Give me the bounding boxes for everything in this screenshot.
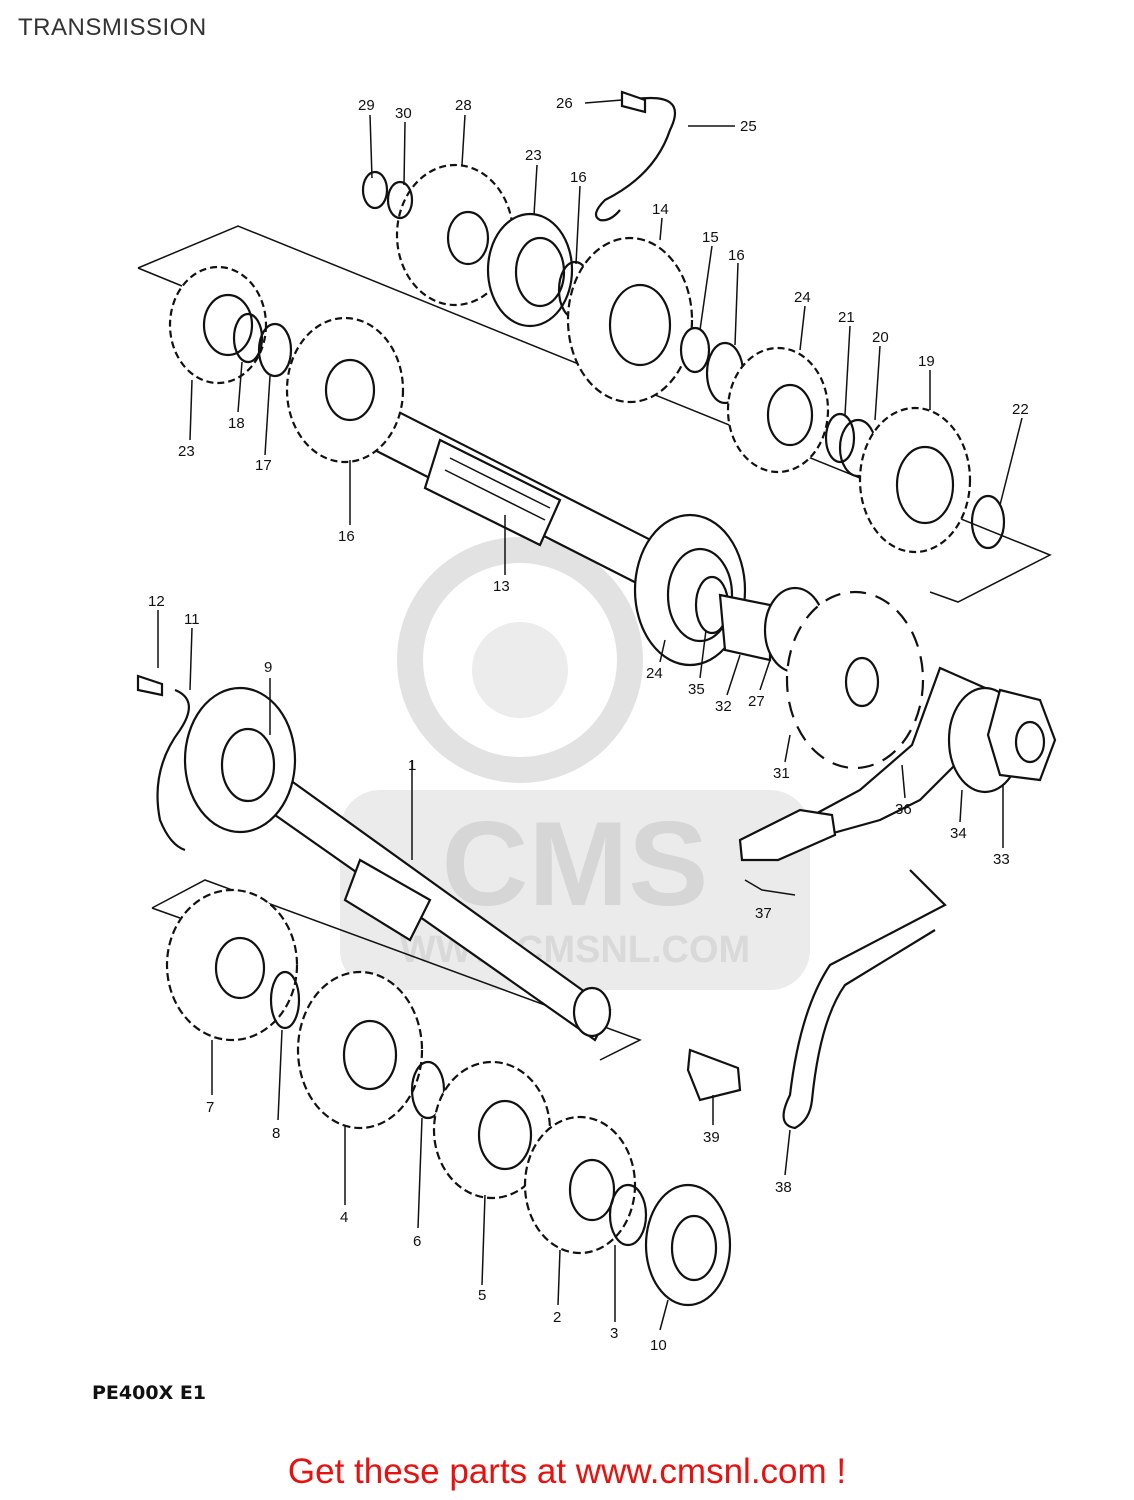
- gear-17: [285, 316, 405, 464]
- part-label: 33: [993, 851, 1010, 868]
- part-label: 12: [148, 593, 165, 610]
- part-label: 27: [748, 693, 765, 710]
- bearing-25: [486, 212, 574, 328]
- part-label: 21: [838, 309, 855, 326]
- part-label: 15: [702, 229, 719, 246]
- part-label: 22: [1012, 401, 1029, 418]
- watermark-mascot-face: [472, 622, 568, 718]
- part-label: 20: [872, 329, 889, 346]
- washer-32: [386, 180, 414, 220]
- gear-2: [523, 1115, 637, 1255]
- part-label: 6: [413, 1233, 421, 1250]
- part-label: 24: [646, 665, 663, 682]
- part-label: 16: [728, 247, 745, 264]
- sprocket-33: [785, 590, 925, 770]
- arm-40: [782, 869, 947, 1130]
- part-label: 25: [740, 118, 757, 135]
- part-label: 19: [918, 353, 935, 370]
- part-label: 23: [178, 443, 195, 460]
- upper-group-outline: [137, 225, 1052, 603]
- part-label: 7: [206, 1099, 214, 1116]
- lower-group-outline: [151, 879, 642, 1061]
- part-label: 2: [553, 1309, 561, 1326]
- part-label: 4: [340, 1209, 348, 1226]
- part-label: 3: [610, 1325, 618, 1342]
- gear-4: [296, 970, 424, 1130]
- part-label: 9: [264, 659, 272, 676]
- part-label: 16: [570, 169, 587, 186]
- gear-7: [165, 888, 299, 1042]
- part-label: 38: [775, 1179, 792, 1196]
- screw-28: [620, 90, 647, 114]
- driveshaft: [273, 778, 612, 1042]
- part-label: 8: [272, 1125, 280, 1142]
- part-label: 30: [395, 105, 412, 122]
- stopper-11: [156, 688, 190, 852]
- washer-19: [232, 312, 264, 364]
- part-label: 17: [255, 457, 272, 474]
- bearing-9: [183, 686, 297, 834]
- gear-20: [858, 406, 972, 554]
- watermark-logo: CMS: [442, 797, 709, 931]
- gear-23: [168, 265, 268, 385]
- part-label: 26: [556, 95, 573, 112]
- nut-35-hole: [1014, 720, 1046, 764]
- part-label: 24: [794, 289, 811, 306]
- part-label: 13: [493, 578, 510, 595]
- circlip-31: [361, 170, 389, 210]
- stopper-27: [594, 96, 676, 222]
- part-label: 39: [703, 1129, 720, 1146]
- watermark-mascot: [397, 537, 643, 783]
- nut-35: [986, 688, 1057, 782]
- part-label: 23: [525, 147, 542, 164]
- footer-link[interactable]: Get these parts at www.cmsnl.com !: [287, 1452, 847, 1491]
- part-label: 18: [228, 415, 245, 432]
- bearing-26: [633, 513, 747, 667]
- part-label: 29: [358, 97, 375, 114]
- gear-24: [726, 346, 830, 474]
- leader-lines: [157, 99, 1023, 1331]
- circlip-3: [608, 1183, 648, 1247]
- circlip-18: [257, 322, 293, 378]
- chain-joint-39: [738, 808, 837, 862]
- part-label: 32: [715, 698, 732, 715]
- part-label: 1: [408, 757, 416, 774]
- part-label: 31: [773, 765, 790, 782]
- gear-14: [566, 236, 694, 404]
- screw-12: [136, 674, 164, 697]
- part-label: 5: [478, 1287, 486, 1304]
- circlip-6: [410, 1060, 446, 1120]
- circlip-22b: [970, 494, 1006, 550]
- part-label: 36: [895, 801, 912, 818]
- part-label: 28: [455, 97, 472, 114]
- spacer-34: [718, 593, 772, 662]
- part-label: 10: [650, 1337, 667, 1354]
- part-label: 37: [755, 905, 772, 922]
- part-label: 34: [950, 825, 967, 842]
- bearing-10: [644, 1183, 732, 1307]
- collar-41: [686, 1048, 742, 1102]
- model-code: PE400X E1: [92, 1382, 207, 1404]
- circlip-8: [269, 970, 301, 1030]
- part-label: 35: [688, 681, 705, 698]
- circlip-22a: [824, 412, 856, 464]
- needle-bearing-15: [679, 326, 711, 374]
- part-label: 14: [652, 201, 669, 218]
- part-label: 11: [184, 611, 200, 628]
- page-title: TRANSMISSION: [18, 14, 207, 41]
- part-labels: 29 30 28 26 25 23 16 14 15 16 24 21 20 1…: [148, 95, 1029, 1354]
- part-label: 16: [338, 528, 355, 545]
